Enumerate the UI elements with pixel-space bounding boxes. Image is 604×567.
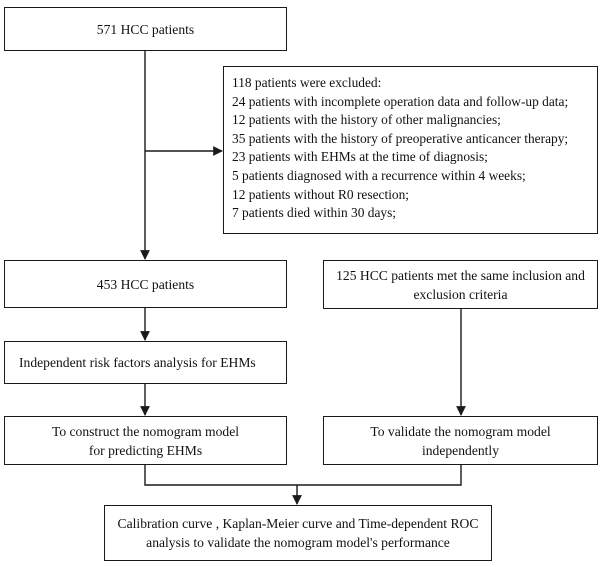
performance-analysis-line1: Calibration curve , Kaplan-Meier curve a… [117,516,479,531]
risk-factors-box: Independent risk factors analysis for EH… [4,341,287,384]
excluded-item: 5 patients diagnosed with a recurrence w… [232,167,526,183]
excluded-item: 23 patients with EHMs at the time of dia… [232,149,488,165]
training-cohort-text: 453 HCC patients [96,276,195,292]
performance-analysis-line2: analysis to validate the nomogram model'… [146,535,450,550]
start-box: 571 HCC patients [4,7,287,51]
validation-cohort-line2: exclusion criteria [413,286,508,302]
training-cohort-box: 453 HCC patients [4,260,287,308]
excluded-item: 7 patients died within 30 days; [232,205,397,221]
performance-analysis-box: Calibration curve , Kaplan-Meier curve a… [104,505,492,561]
validate-model-line1: To validate the nomogram model [370,423,551,439]
excluded-header: 118 patients were excluded: [232,75,382,90]
start-box-text: 571 HCC patients [96,21,195,37]
excluded-item: 24 patients with incomplete operation da… [232,93,569,109]
merge-connector [144,465,462,486]
construct-model-box: To construct the nomogram model for pred… [4,416,287,465]
validate-model-line2: independently [421,442,499,458]
validation-cohort-box: 125 HCC patients met the same inclusion … [323,260,598,309]
excluded-item: 12 patients with the history of other ma… [232,112,501,128]
risk-factors-text: Independent risk factors analysis for EH… [19,355,256,370]
validate-model-box: To validate the nomogram model independe… [323,416,598,465]
construct-model-line2: for predicting EHMs [88,442,203,458]
construct-model-line1: To construct the nomogram model [51,423,240,439]
validation-cohort-line1: 125 HCC patients met the same inclusion … [336,267,585,283]
excluded-item: 35 patients with the history of preopera… [232,130,569,146]
excluded-box: 118 patients were excluded: 24 patients … [223,66,598,234]
excluded-item: 12 patients without R0 resection; [232,186,410,202]
